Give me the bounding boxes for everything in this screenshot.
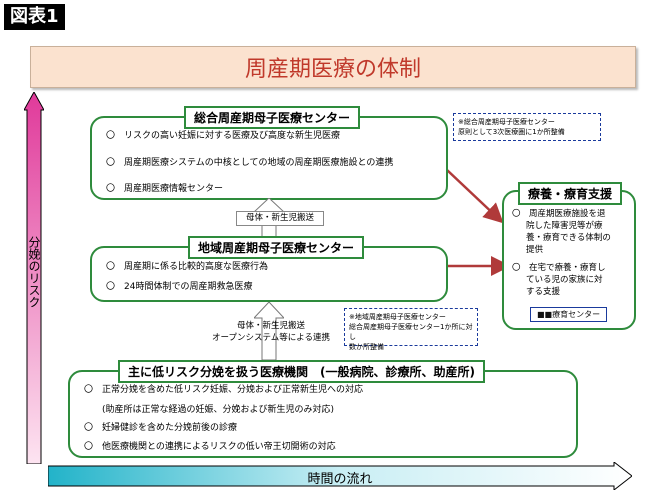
care-support-item-2-line-3: する支援	[526, 287, 561, 297]
figure-label: 図表1	[4, 4, 65, 30]
care-support-item-2-line-2: ている児の家族に対	[526, 275, 603, 285]
care-support-item-1-line-3: 養・療育できる体制の	[526, 233, 611, 243]
care-support-item-2-line-1: 〇 在宅で療養・療育し	[512, 263, 606, 273]
transport-lower-line-2: オープンシステム等による連携	[212, 333, 330, 343]
general-center-title: 総合周産期母子医療センター	[184, 106, 361, 129]
page-title: 周産期医療の体制	[30, 46, 636, 88]
care-support-item-1-line-4: 提供	[526, 245, 544, 255]
care-support-item-2: 〇 在宅で療養・療育し ている児の家族に対 する支援	[512, 262, 606, 298]
low-risk-item-1: 〇 正常分娩を含めた低リスク妊娠、分娩および正常新生児への対応	[84, 385, 364, 395]
regional-center-item-2: 〇 24時間体制での周産期救急医療	[106, 282, 253, 292]
transport-lower-label: 母体・新生児搬送 オープンシステム等による連携	[202, 320, 340, 346]
regional-center-item-1: 〇 周産期に係る比較的高度な医療行為	[106, 262, 269, 272]
low-risk-item-2: (助産所は正常な経過の妊娠、分娩および新生児のみ対応)	[102, 405, 335, 415]
care-support-title: 療養・療育支援	[518, 182, 623, 205]
regional-center-note-line-1: ※地域周産期母子医療センター	[349, 313, 446, 321]
care-support-item-1-line-1: 〇 周産期医療施設を退	[512, 209, 606, 219]
general-center-note-line-2: 原則として3次医療圏に1か所整備	[458, 128, 565, 136]
upward-transport-arrow-lower	[254, 302, 284, 360]
low-risk-item-3: 〇 妊婦健診を含めた分娩前後の診療	[84, 423, 238, 433]
transport-lower-line-1: 母体・新生児搬送	[236, 321, 305, 331]
regional-center-title: 地域周産期母子医療センター	[188, 236, 365, 259]
transport-upper-label: 母体・新生児搬送	[236, 211, 324, 226]
general-center-item-2: 〇 周産期医療システムの中核としての地域の周産期医療施設との連携	[106, 158, 394, 168]
time-axis-arrow	[48, 462, 632, 490]
care-support-box	[502, 190, 636, 330]
time-axis-label: 時間の流れ	[307, 472, 373, 487]
low-risk-title: 主に低リスク分娩を扱う医療機関 (一般病院、診療所、助産所)	[118, 360, 485, 383]
regional-center-note-line-2: 総合周産期母子医療センター1か所に対し	[349, 323, 473, 341]
regional-center-note: ※地域周産期母子医療センター 総合周産期母子医療センター1か所に対し 数か所整備	[344, 308, 478, 351]
low-risk-item-4: 〇 他医療機関との連携によるリスクの低い帝王切開術の対応	[84, 442, 336, 452]
arrow-general-to-care	[446, 169, 504, 224]
general-center-note: ※総合周産期母子医療センター 原則として3次医療圏に1か所整備	[453, 113, 601, 141]
care-center-label: ■■療育センター	[530, 307, 608, 322]
regional-center-note-line-3: 数か所整備	[349, 343, 384, 351]
care-support-item-1: 〇 周産期医療施設を退 院した障害児等が療 養・療育できる体制の 提供	[512, 208, 611, 256]
risk-axis-arrow	[24, 92, 44, 464]
care-support-item-1-line-2: 院した障害児等が療	[526, 221, 603, 231]
general-center-item-3: 〇 周産期医療情報センター	[106, 184, 224, 194]
risk-axis-label: 分娩のリスク	[27, 236, 41, 308]
low-risk-box	[68, 370, 578, 458]
general-center-item-1: 〇 リスクの高い妊娠に対する医療及び高度な新生児医療	[106, 131, 341, 141]
general-center-note-line-1: ※総合周産期母子医療センター	[458, 118, 555, 126]
